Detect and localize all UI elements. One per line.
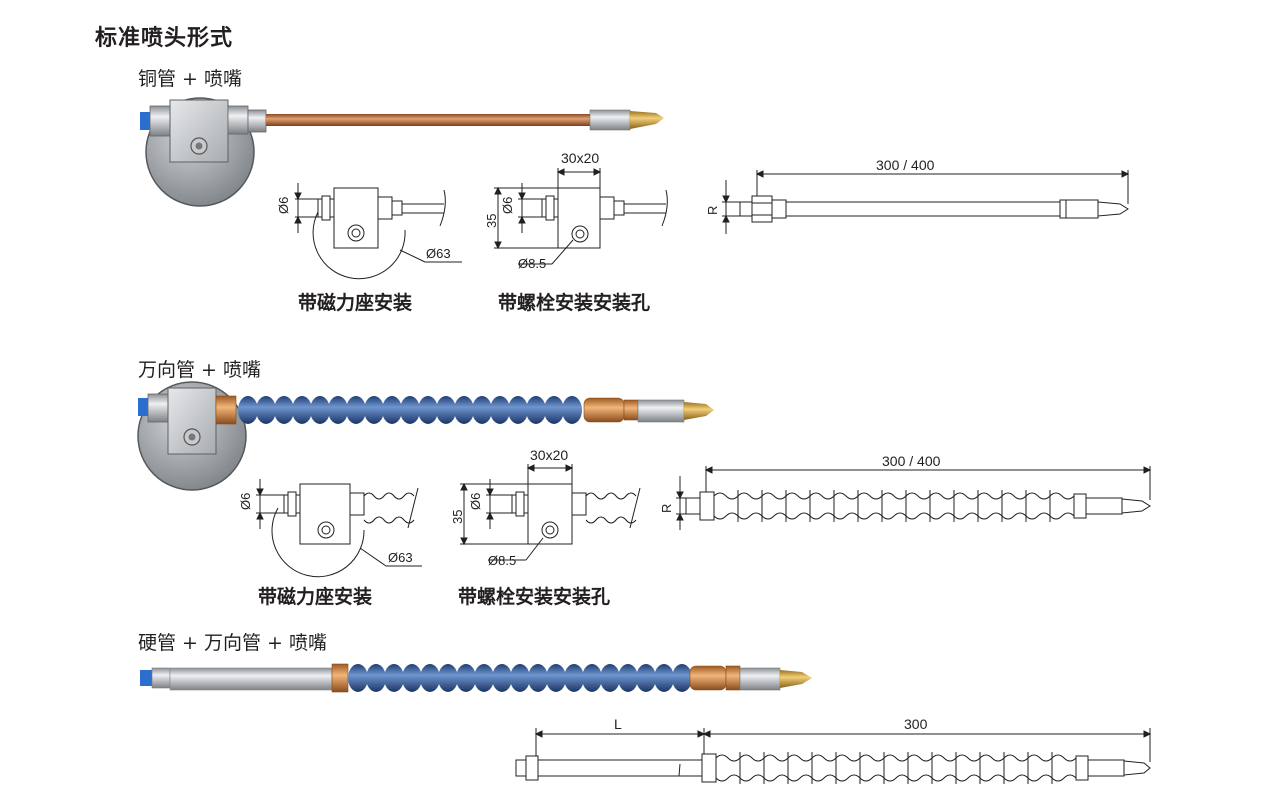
dim-length-1: 300 / 400 bbox=[876, 157, 935, 173]
drawing-magnetic-mount-2 bbox=[256, 479, 422, 578]
drawing-copper-length bbox=[722, 170, 1130, 234]
drawing-bolt-mount-1 bbox=[494, 168, 668, 265]
section-label-copper: 铜管 + 喷嘴 bbox=[138, 68, 242, 90]
drawing-magnetic-mount-1 bbox=[294, 183, 462, 280]
dim-d85-1: Ø8.5 bbox=[518, 256, 546, 271]
section-label-rigid-flex: 硬管 + 万向管 + 喷嘴 bbox=[138, 632, 327, 654]
dim-d6-2b: Ø6 bbox=[468, 493, 483, 510]
caption-bolt-mount-2: 带螺栓安装安装孔 bbox=[458, 586, 611, 608]
page-title: 标准喷头形式 bbox=[95, 26, 234, 51]
dim-30x20-1: 30x20 bbox=[561, 150, 599, 166]
rigid-flex-nozzle-photo bbox=[140, 663, 812, 693]
dim-d63-2: Ø63 bbox=[388, 550, 413, 565]
dim-30x20-2: 30x20 bbox=[530, 447, 568, 463]
dim-d6-1a: Ø6 bbox=[276, 197, 291, 214]
dim-d6-1b: Ø6 bbox=[500, 197, 515, 214]
dim-d6-2a: Ø6 bbox=[238, 493, 253, 510]
dim-length-2: 300 / 400 bbox=[882, 453, 941, 469]
dim-35-1: 35 bbox=[484, 214, 499, 228]
section-label-flex: 万向管 + 喷嘴 bbox=[138, 359, 261, 381]
dim-d85-2: Ø8.5 bbox=[488, 553, 516, 568]
copper-nozzle-photo bbox=[140, 97, 664, 207]
caption-bolt-mount-1: 带螺栓安装安装孔 bbox=[498, 292, 651, 314]
dim-d63-1: Ø63 bbox=[426, 246, 451, 261]
dim-l-3: L bbox=[614, 716, 622, 732]
dim-r-1: R bbox=[705, 206, 720, 215]
caption-magnetic-mount-1: 带磁力座安装 bbox=[298, 292, 413, 314]
drawing-flex-length bbox=[676, 466, 1152, 530]
dim-35-2: 35 bbox=[450, 510, 465, 524]
caption-magnetic-mount-2: 带磁力座安装 bbox=[258, 586, 373, 608]
drawing-bolt-mount-2 bbox=[460, 464, 641, 561]
dim-length-3: 300 bbox=[904, 716, 928, 732]
dim-r-2: R bbox=[659, 504, 674, 513]
drawing-rigid-flex-length bbox=[515, 728, 1152, 784]
flex-nozzle-photo bbox=[137, 381, 714, 491]
